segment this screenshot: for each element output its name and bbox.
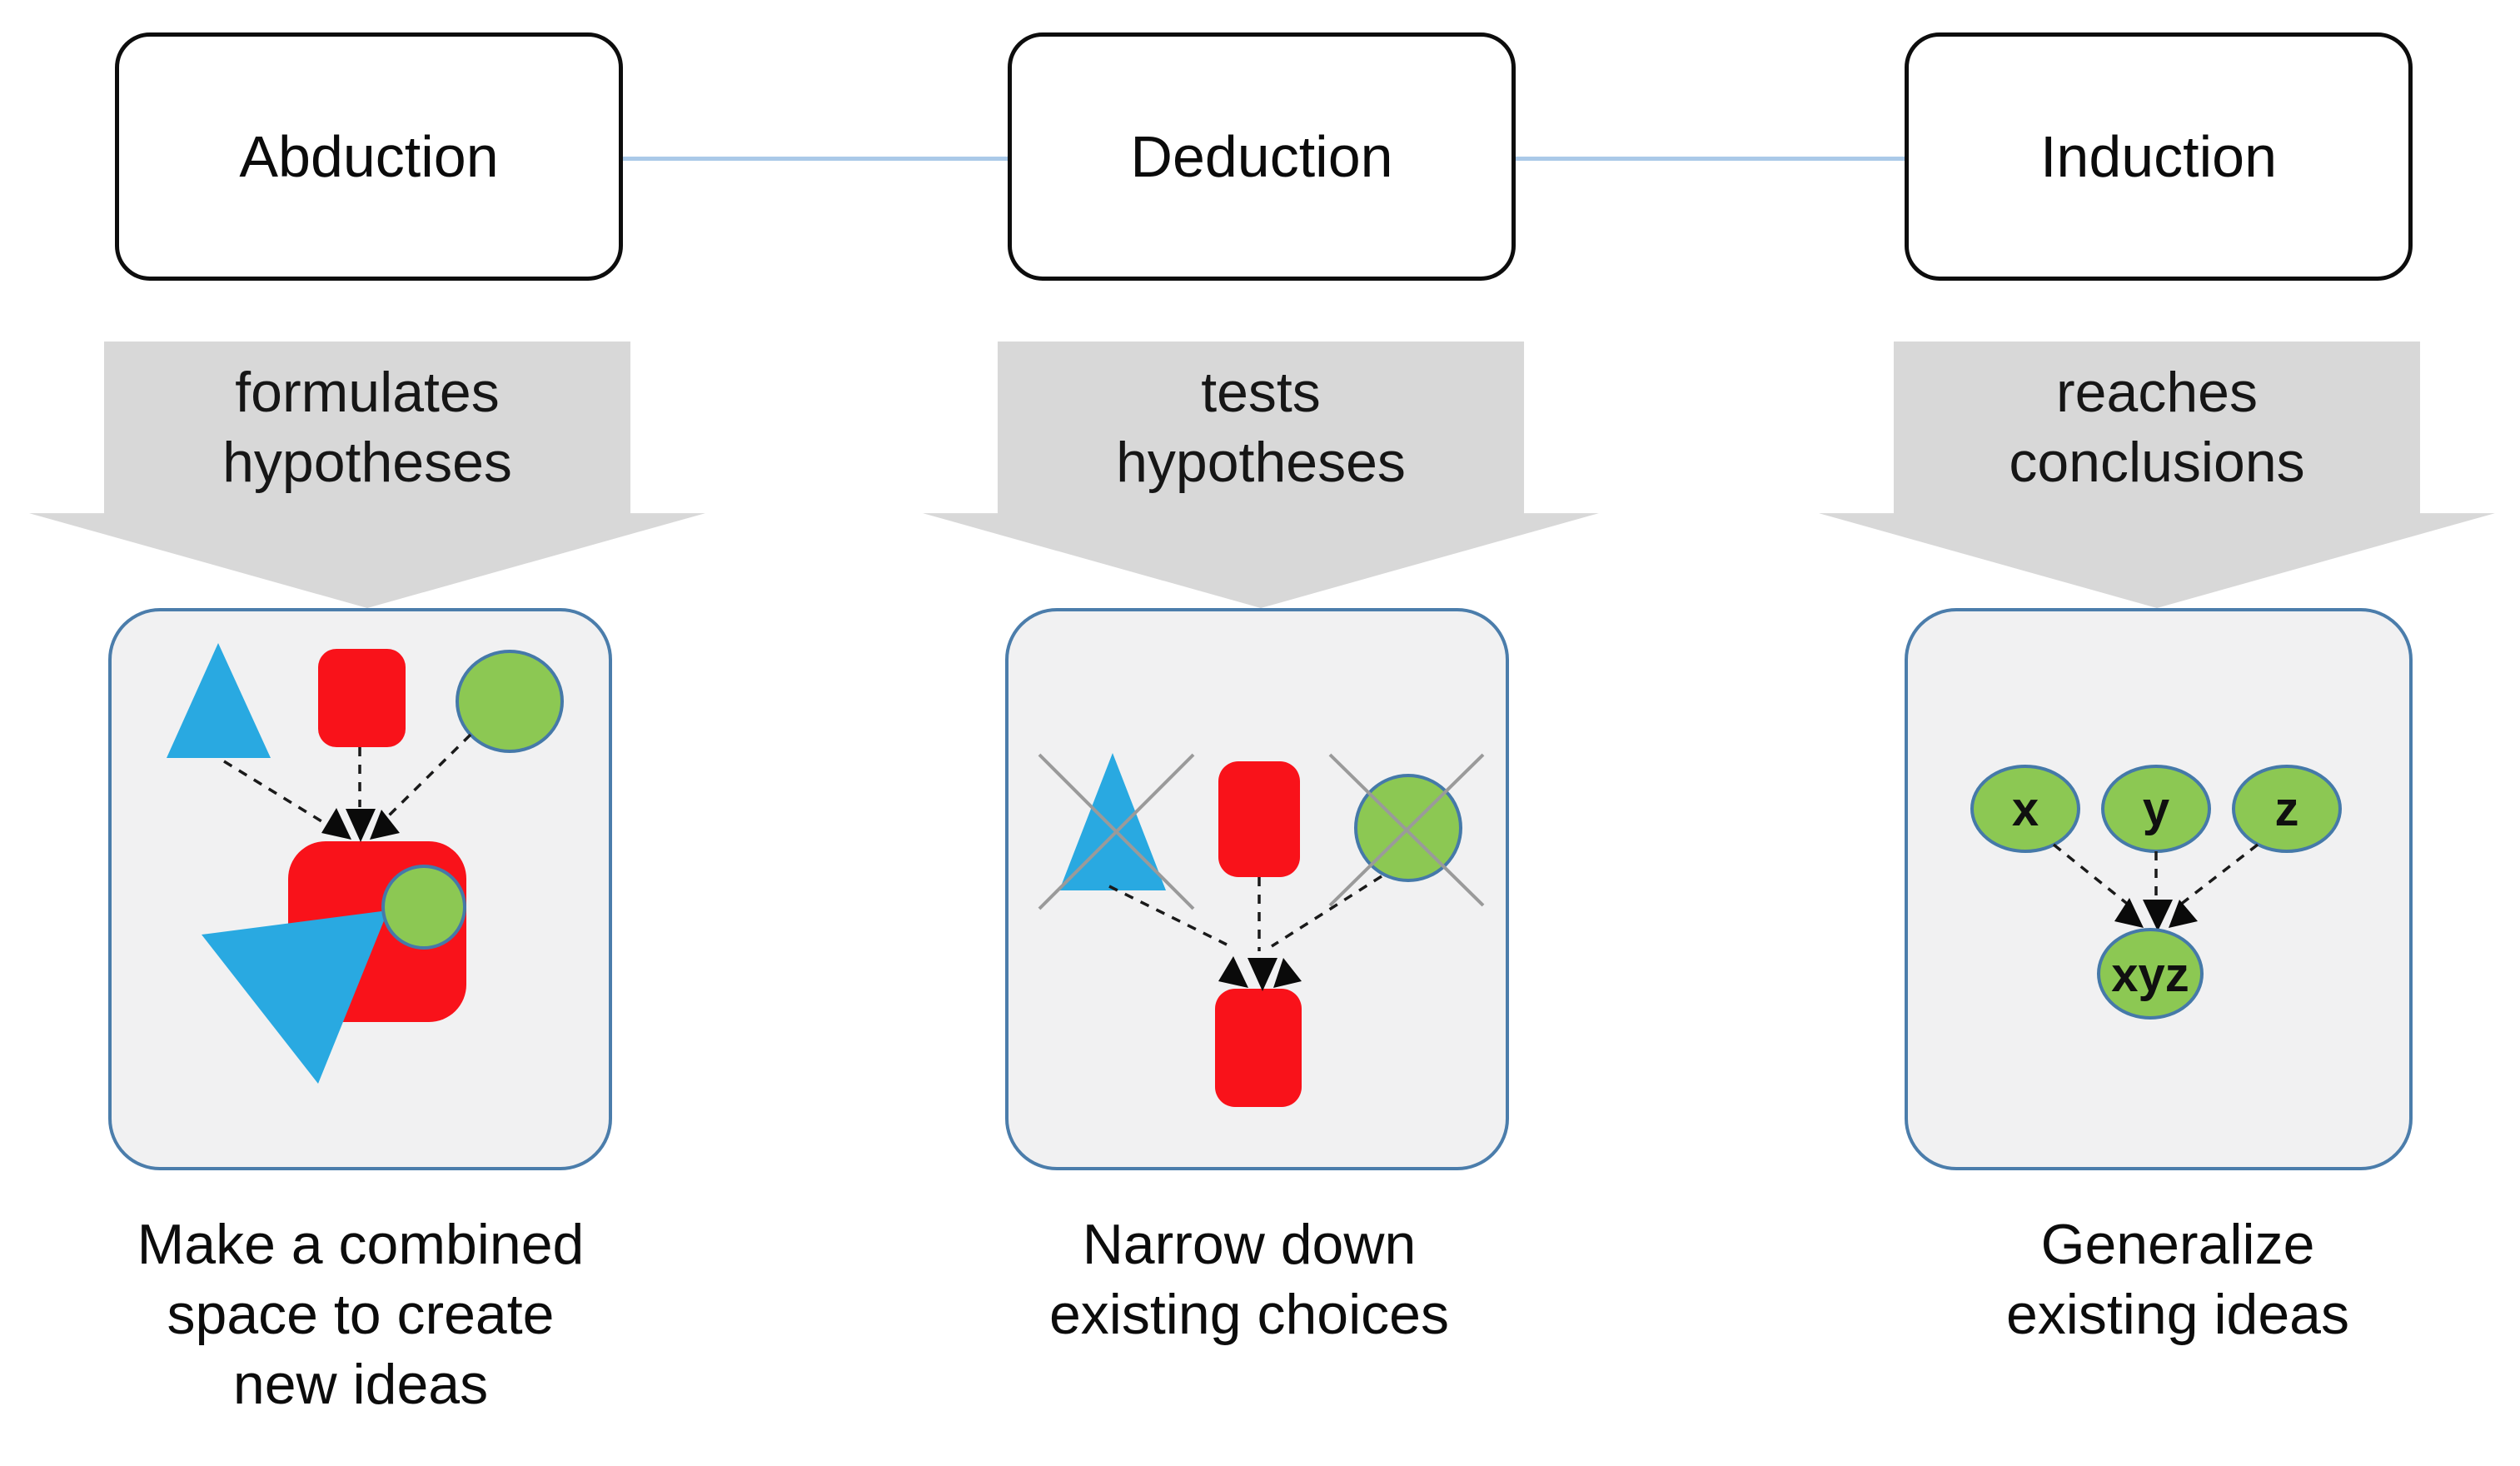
panel-deduction [1005,608,1509,1170]
arrowhead-icon [1218,956,1248,988]
connector-line-deduction-induction [1516,157,1905,161]
green-node-xyz [2097,928,2204,1020]
panel-induction-graphic: x y z xyz [1970,765,2342,1020]
dashed-connector [223,760,331,828]
arrowhead-icon [370,810,400,840]
green-node-x [1970,765,2080,853]
red-square-icon [1218,761,1300,877]
panel-abduction [108,608,612,1170]
arrowhead-icon [346,809,376,842]
dashed-connector [2052,843,2136,911]
small-green-circle-icon [381,865,466,950]
blue-triangle-icon [1059,753,1166,890]
arrowhead-icon [1248,958,1277,991]
node-label-z: z [2275,782,2299,836]
caption-induction: Generalize existing ideas [2005,1213,2350,1346]
title-box-abduction: Abduction [115,32,623,281]
down-arrow-deduction: tests hypotheses [923,342,1599,608]
cross-out-mark [1328,753,1485,907]
big-blue-triangle-icon [202,910,388,1084]
arrow-label-induction: reaches conclusions [2009,361,2305,494]
down-arrow-induction: reaches conclusions [1819,342,2495,608]
arrow-label-abduction: formulates hypotheses [222,361,512,494]
arrowhead-icon [1273,958,1302,988]
node-label-xyz: xyz [2111,948,2189,1002]
cross-out-mark [1038,753,1195,910]
arrowhead-icon [2169,900,2198,928]
title-box-induction: Induction [1905,32,2413,281]
connector-line-abduction-deduction [623,157,1008,161]
chosen-red-square-icon [1215,989,1302,1107]
panel-induction: x y z xyz [1905,608,2413,1170]
caption-abduction: Make a combined space to create new idea… [137,1213,585,1416]
node-label-x: x [2012,782,2039,836]
dashed-connector [1271,875,1382,948]
title-induction: Induction [2039,124,2278,189]
arrow-label-deduction: tests hypotheses [1116,361,1406,494]
blue-triangle-icon [167,643,271,758]
title-abduction: Abduction [239,124,499,189]
dashed-connector [1108,885,1228,946]
arrowhead-icon [2143,900,2173,931]
red-square-icon [318,649,406,747]
green-ellipse-icon [456,650,564,753]
caption-deduction: Narrow down existing choices [1048,1213,1450,1346]
title-deduction: Deduction [1130,124,1393,189]
arrowhead-icon [321,808,351,840]
node-label-y: y [2143,782,2169,836]
arrowhead-icon [2114,898,2144,928]
green-node-z [2232,765,2342,853]
title-box-deduction: Deduction [1008,32,1516,281]
dashed-connector [2174,843,2259,910]
panel-abduction-graphic [167,643,564,1084]
dashed-connector [385,733,472,820]
panel-deduction-graphic [1038,753,1485,1107]
down-arrow-abduction: formulates hypotheses [29,342,705,608]
